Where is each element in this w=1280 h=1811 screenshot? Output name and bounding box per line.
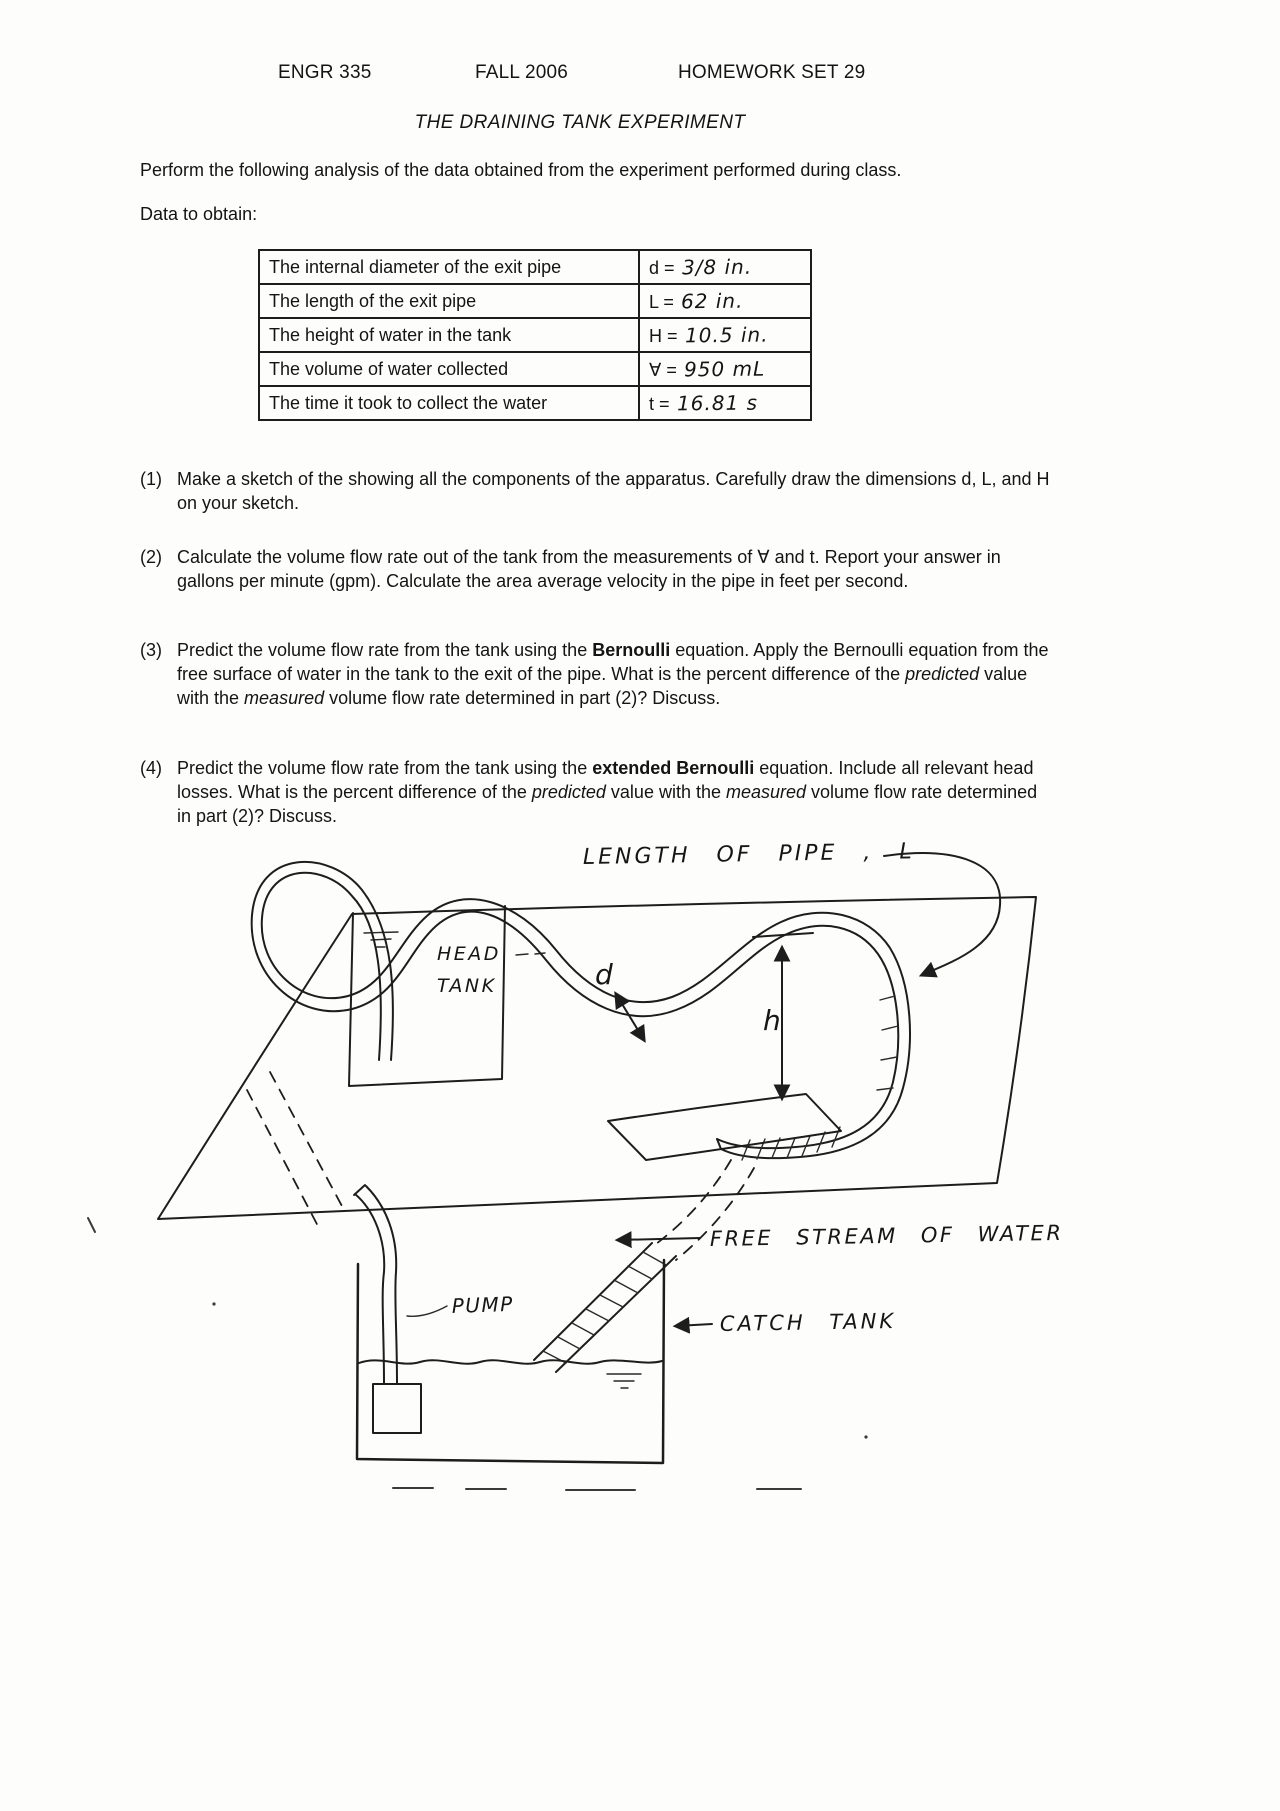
hidden-edge-dashes [246, 1089, 321, 1231]
question-text-segment: Predict the volume flow rate from the ta… [177, 758, 593, 778]
pump-pipe-cap [353, 1184, 366, 1196]
table-row: The length of the exit pipe L = 62 in. [258, 283, 812, 319]
catch-tank-shape [355, 1258, 666, 1465]
free-stream-label: FREE STREAM OF WATER [710, 1221, 1064, 1251]
question-text: Calculate the volume flow rate out of th… [177, 545, 1056, 593]
measurement-label: The internal diameter of the exit pipe [258, 249, 640, 285]
question-text-segment: volume flow rate determined in part (2)?… [324, 688, 721, 709]
symbol-prefix: t = [649, 394, 670, 414]
italic-term: measured [726, 782, 807, 803]
symbol-prefix: d = [649, 258, 675, 278]
handwritten-value: 62 in. [680, 288, 744, 314]
discharge-platform-shape [607, 1093, 842, 1161]
italic-term: measured [244, 688, 325, 709]
head-tank-shape [348, 905, 506, 1087]
table-row: The volume of water collected ∀ = 950 mL [258, 351, 812, 387]
italic-term: predicted [531, 782, 606, 803]
h-dimension-label: h [763, 1004, 781, 1037]
pump-shape [372, 1383, 422, 1434]
hidden-edge-dashes [269, 1071, 344, 1209]
question-text: Make a sketch of the showing all the com… [177, 467, 1056, 515]
question-4: (4) Predict the volume flow rate from th… [140, 756, 1056, 828]
table-row: The time it took to collect the water t … [258, 385, 812, 421]
data-to-obtain-heading: Data to obtain: [140, 204, 258, 224]
question-text-segment: equation. Apply the Bernoulli equation f… [177, 640, 1049, 685]
free-stream-leader-arrow [614, 1231, 701, 1249]
question-text: Predict the volume flow rate from the ta… [177, 756, 1056, 828]
bold-term: Bernoulli [592, 640, 671, 660]
pump-pipe [354, 1193, 386, 1385]
symbol-prefix: H = [649, 326, 678, 346]
hose-inner-path [260, 871, 911, 1160]
pump-label: PUMP [451, 1292, 514, 1318]
question-text-segment: Make a sketch of the showing all the com… [177, 469, 1050, 514]
apparatus-sketch: LENGTH OF PIPE , L HEAD TANK [87, 839, 1064, 1491]
measurement-label: The time it took to collect the water [258, 385, 640, 421]
measurement-value: L = 62 in. [638, 283, 812, 319]
catch-tank-label: CATCH TANK [720, 1309, 897, 1336]
scan-artifact-dashes [87, 1217, 868, 1491]
course-code: ENGR 335 [278, 62, 372, 83]
italic-term: predicted [905, 664, 980, 685]
question-number: (2) [140, 547, 162, 567]
question-text-segment: value with the [177, 664, 1028, 709]
length-of-pipe-label: LENGTH OF PIPE , L [583, 839, 915, 870]
measurement-value: H = 10.5 in. [638, 317, 812, 353]
symbol-prefix: L = [649, 292, 674, 312]
bold-term: extended Bernoulli [592, 758, 755, 778]
d-dimension-arrow [614, 991, 646, 1043]
hose-end-cap [716, 1138, 722, 1150]
measurement-value: d = 3/8 in. [638, 249, 812, 285]
catch-tank-water-symbol [606, 1373, 642, 1389]
h-reference-bar [752, 932, 814, 938]
question-text-segment: value with the [605, 782, 726, 803]
measurement-label: The height of water in the tank [258, 317, 640, 353]
measurement-value: t = 16.81 s [638, 385, 812, 421]
d-dimension-label: d [595, 958, 613, 991]
head-tank-label-dash [515, 953, 529, 956]
symbol-prefix: ∀ = [649, 360, 677, 380]
length-leader-arrow [883, 852, 1002, 978]
water-stream-dashed [675, 1167, 755, 1261]
handwritten-value: 3/8 in. [681, 254, 752, 280]
question-text-segment: volume flow rate determined in part (2)?… [177, 782, 1038, 827]
question-text-segment: Calculate the volume flow rate out of th… [177, 547, 1001, 592]
head-tank-label-line2: TANK [437, 975, 497, 997]
table-row: The internal diameter of the exit pipe d… [258, 249, 812, 285]
question-text-segment: equation. Include all relevant head loss… [177, 758, 1034, 803]
water-surface-line [358, 1359, 663, 1365]
measurement-value: ∀ = 950 mL [638, 351, 812, 387]
handwritten-value: 16.81 s [676, 390, 758, 416]
handwritten-value: 10.5 in. [684, 322, 769, 348]
table-row: The height of water in the tank H = 10.5 … [258, 317, 812, 353]
question-text: Predict the volume flow rate from the ta… [177, 638, 1056, 710]
hose-outer-path [250, 860, 900, 1150]
question-text-segment: Predict the volume flow rate from the ta… [177, 640, 593, 660]
question-number: (4) [140, 758, 162, 778]
question-2: (2) Calculate the volume flow rate out o… [140, 545, 1056, 593]
measurement-table: The internal diameter of the exit pipe d… [258, 249, 812, 421]
handwritten-value: 950 mL [683, 356, 766, 382]
question-1: (1) Make a sketch of the showing all the… [140, 467, 1056, 515]
catch-tank-leader-arrow [672, 1316, 713, 1334]
homework-set-label: HOMEWORK SET 29 [678, 62, 866, 83]
question-3: (3) Predict the volume flow rate from th… [140, 638, 1056, 710]
question-number: (1) [140, 469, 162, 489]
document-title: THE DRAINING TANK EXPERIMENT [414, 112, 746, 133]
table-plane-shape [157, 896, 1037, 1220]
head-tank-water-symbol [363, 931, 399, 948]
water-jet [533, 1242, 677, 1373]
pump-pipe [365, 1185, 398, 1385]
measurement-label: The volume of water collected [258, 351, 640, 387]
head-tank-label-line1: HEAD [437, 943, 501, 965]
pump-leader-line [406, 1305, 448, 1317]
intro-paragraph: Perform the following analysis of the da… [140, 160, 902, 180]
term-label: FALL 2006 [475, 62, 569, 83]
measurement-label: The length of the exit pipe [258, 283, 640, 319]
question-number: (3) [140, 640, 162, 660]
